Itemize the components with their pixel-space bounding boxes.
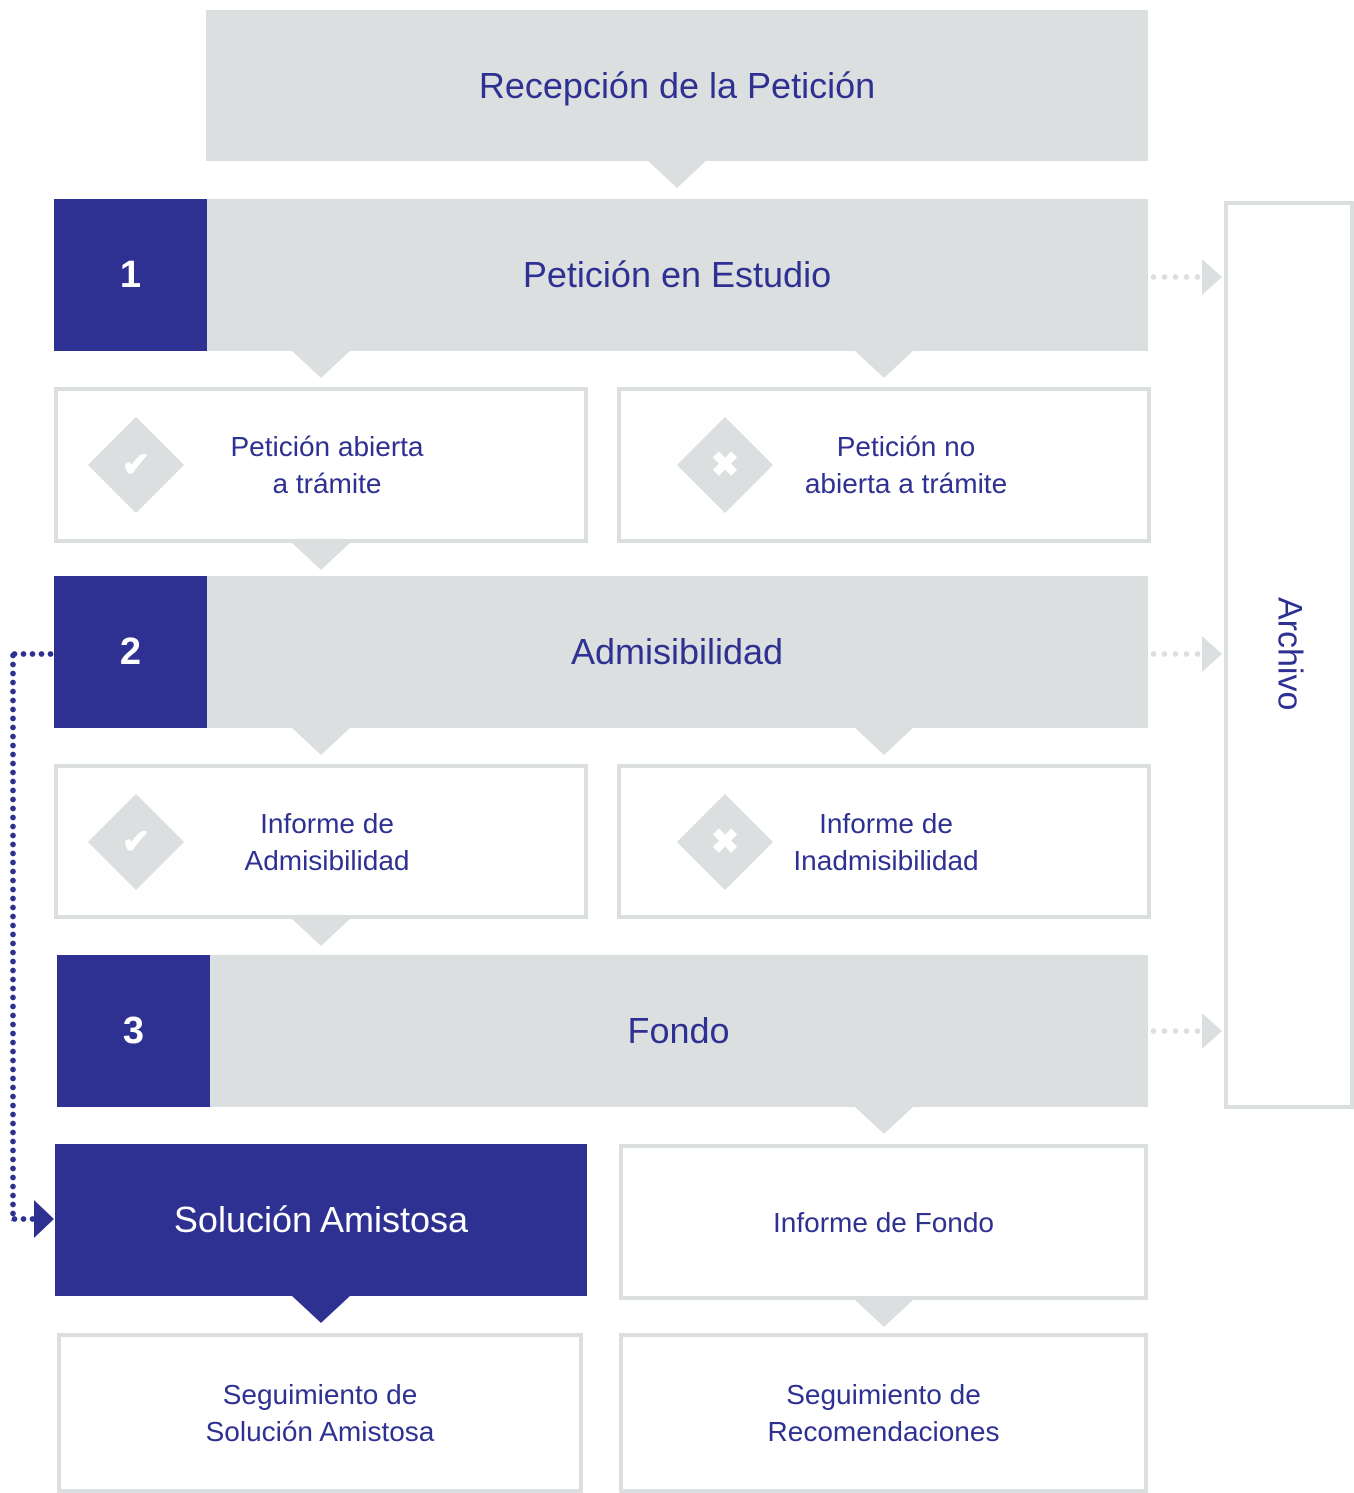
petition-open-text-wrap: Petición abierta a trámite — [178, 391, 476, 539]
friendly-settlement-connector-bottom — [10, 1216, 34, 1222]
admissibility-arrow — [292, 919, 350, 946]
stage-3-number: 3 — [122, 1009, 145, 1052]
admissibility-report-label: Informe de Admisibilidad — [244, 807, 410, 876]
merits-report-arrow — [855, 1300, 913, 1327]
stage-1-archive-arrow — [1202, 259, 1222, 295]
friendly-settlement-connector-vertical — [10, 651, 16, 1221]
stage-3-box: Fondo — [209, 955, 1148, 1107]
stage-1-right-arrow — [855, 351, 913, 378]
stage-3-number-box: 3 — [57, 955, 210, 1107]
stage-1-left-arrow — [292, 351, 350, 378]
petition-not-open-box: ✖ Petición no abierta a trámite — [617, 387, 1151, 543]
admissibility-text-wrap: Informe de Admisibilidad — [178, 768, 476, 915]
stage-1-archive-dots — [1148, 274, 1202, 280]
petition-open-label: Petición abierta a trámite — [230, 431, 424, 499]
stage-2-right-arrow — [855, 728, 913, 755]
recommendations-followup-label: Seguimiento de Recomendaciones — [767, 1379, 1000, 1447]
merits-report-label: Informe de Fondo — [772, 1206, 995, 1238]
check-icon: ✔ — [121, 823, 151, 861]
recommendations-followup-box: Seguimiento de Recomendaciones — [619, 1333, 1148, 1493]
stage-3-archive-dots — [1148, 1028, 1202, 1034]
merits-report-box: Informe de Fondo — [619, 1144, 1148, 1300]
friendly-settlement-arrow — [292, 1296, 350, 1323]
friendly-settlement-box: Solución Amistosa — [55, 1144, 587, 1296]
inadmissibility-text-wrap: Informe de Inadmisibilidad — [761, 768, 1011, 915]
archive-box: Archivo — [1224, 201, 1354, 1109]
stage-1-number: 1 — [119, 253, 142, 296]
reception-title: Recepción de la Petición — [478, 64, 876, 106]
stage-3-right-arrow — [855, 1107, 913, 1134]
stage-3-title: Fondo — [627, 1010, 730, 1051]
inadmissibility-report-label: Informe de Inadmisibilidad — [793, 807, 979, 876]
stage-2-archive-dots — [1148, 651, 1202, 657]
stage-2-title: Admisibilidad — [570, 631, 784, 672]
petition-open-arrow — [292, 543, 350, 570]
stage-3-archive-arrow — [1202, 1013, 1222, 1049]
x-icon: ✖ — [710, 823, 740, 861]
stage-2-box: Admisibilidad — [206, 576, 1148, 728]
friendly-settlement-followup-label: Seguimiento de Solución Amistosa — [205, 1379, 435, 1447]
reception-box: Recepción de la Petición — [206, 10, 1148, 161]
stage-2-archive-arrow — [1202, 636, 1222, 672]
check-icon: ✔ — [121, 446, 151, 484]
petition-not-open-label: Petición no abierta a trámite — [804, 431, 1008, 499]
friendly-settlement-label: Solución Amistosa — [173, 1199, 469, 1240]
stage-2-number: 2 — [119, 630, 142, 673]
friendly-settlement-connector-top — [10, 651, 54, 657]
stage-2-left-arrow — [292, 728, 350, 755]
x-icon: ✖ — [710, 446, 740, 484]
archive-label: Archivo — [1270, 597, 1309, 711]
admissibility-report-box: ✔ Informe de Admisibilidad — [54, 764, 588, 919]
stage-1-box: Petición en Estudio — [206, 199, 1148, 351]
petition-open-box: ✔ Petición abierta a trámite — [54, 387, 588, 543]
friendly-settlement-connector-arrow — [34, 1200, 54, 1238]
reception-arrow — [648, 161, 706, 188]
petition-not-open-text-wrap: Petición no abierta a trámite — [761, 391, 1051, 539]
inadmissibility-report-box: ✖ Informe de Inadmisibilidad — [617, 764, 1151, 919]
friendly-settlement-followup-box: Seguimiento de Solución Amistosa — [57, 1333, 583, 1493]
stage-1-title: Petición en Estudio — [522, 254, 832, 295]
stage-2-number-box: 2 — [54, 576, 207, 728]
stage-1-number-box: 1 — [54, 199, 207, 351]
